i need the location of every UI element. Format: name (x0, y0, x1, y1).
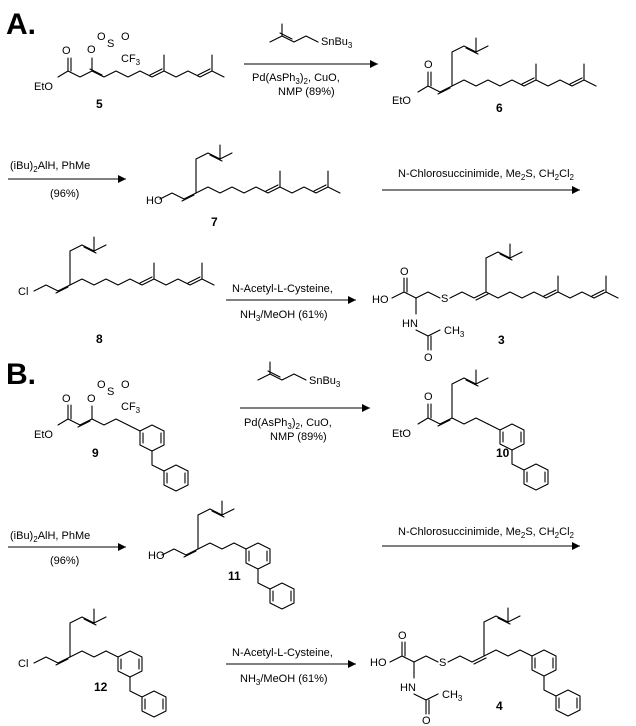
cys-conditions-b: N-Acetyl-L-Cysteine, (232, 647, 333, 659)
snbu3-label-b: SnBu3 (309, 375, 341, 389)
arrowhead-a4 (348, 296, 356, 304)
cl-label-12: Cl (18, 658, 28, 670)
cf3-label-9: CF3 (121, 401, 141, 415)
prenylstannane-reagent (269, 23, 319, 43)
eto-label-6: EtO (392, 95, 411, 107)
acid-o-label-4: O (398, 630, 407, 642)
compound-6-structure (417, 37, 597, 95)
stille-solvent-a: NMP (89%) (278, 86, 335, 98)
compound-10-structure (417, 369, 549, 491)
arrowhead-b1 (362, 404, 370, 412)
eto-label-10: EtO (392, 428, 411, 440)
ho-label-11: HO (148, 550, 165, 562)
dibal-yield-a: (96%) (50, 188, 79, 200)
dibal-yield-b: (96%) (50, 555, 79, 567)
compound-3-structure (391, 243, 619, 351)
compound-number-6: 6 (496, 101, 503, 115)
dibal-conditions-b: (iBu)2AlH, PhMe (10, 530, 90, 544)
prenylstannane-reagent-b (257, 361, 307, 381)
carbonyl-o-label-6: O (424, 59, 433, 71)
arrowhead-a1 (370, 60, 378, 68)
panel-label-b: B. (6, 358, 36, 391)
sulfonyl-o2-label-9: O (121, 379, 130, 391)
compound-5-structure (57, 54, 225, 78)
stille-solvent-b: NMP (89%) (270, 431, 327, 443)
arrowhead-b3 (572, 542, 580, 550)
compound-number-7: 7 (211, 215, 218, 229)
compound-12-structure (33, 608, 167, 718)
eto-label-9: EtO (34, 429, 53, 441)
triflate-o-label-9: O (87, 393, 96, 405)
arrowhead-b4 (348, 660, 356, 668)
snbu3-label-a: SnBu3 (321, 36, 353, 50)
sulfonyl-o1-label-9: O (97, 379, 106, 391)
compound-number-4: 4 (496, 699, 503, 713)
dibal-conditions-a: (iBu)2AlH, PhMe (10, 160, 90, 174)
ncs-conditions-a: N-Chlorosuccinimide, Me2S, CH2Cl2 (398, 168, 575, 182)
compound-4-structure (389, 607, 581, 717)
amide-o-label-3: O (424, 352, 433, 364)
amide-o-label-4: O (422, 715, 431, 726)
arrowhead-a2 (118, 175, 126, 183)
panel-label-a: A. (6, 8, 36, 41)
cys-solvent-a: NH3/MeOH (61%) (240, 309, 328, 323)
compound-11-structure (161, 500, 295, 610)
compound-number-8: 8 (96, 332, 103, 346)
arrowhead-a3 (572, 186, 580, 194)
hn-label-3: HN (402, 318, 418, 330)
ho-label-3: HO (372, 294, 389, 306)
ho-label-4: HO (370, 657, 387, 669)
compound-9-structure (57, 404, 189, 492)
cys-conditions-a: N-Acetyl-L-Cysteine, (232, 283, 333, 295)
sulfur-label-3: S (441, 293, 448, 305)
carbonyl-o-label-9: O (62, 393, 71, 405)
cys-solvent-b: NH3/MeOH (61%) (240, 673, 328, 687)
ncs-conditions-b: N-Chlorosuccinimide, Me2S, CH2Cl2 (398, 526, 575, 540)
ho-label-7: HO (146, 195, 163, 207)
sulfonyl-o2-label-5: O (121, 31, 130, 43)
compound-8-structure (33, 236, 215, 294)
stille-conditions-b: Pd(AsPh3)2, CuO, (244, 417, 332, 431)
carbonyl-o-label-10: O (424, 391, 433, 403)
arrowhead-b2 (118, 543, 126, 551)
compound-number-5: 5 (96, 97, 103, 111)
compound-number-12: 12 (94, 680, 108, 694)
compound-7-structure (159, 144, 341, 202)
carbonyl-o-label-5: O (62, 45, 71, 57)
hn-label-4: HN (400, 682, 416, 694)
eto-label-5: EtO (34, 81, 53, 93)
compound-number-10: 10 (496, 446, 510, 460)
acid-o-label-3: O (400, 266, 409, 278)
ch3-label-3: CH3 (444, 325, 465, 339)
triflate-o-label-5: O (87, 44, 96, 56)
cf3-label-5: CF3 (121, 53, 141, 67)
sulfur-label-4: S (439, 657, 446, 669)
compound-number-11: 11 (228, 569, 241, 583)
ch3-label-4: CH3 (442, 689, 463, 703)
cl-label-8: Cl (18, 286, 28, 298)
sulfonyl-o1-label-5: O (97, 31, 106, 43)
stille-conditions-a: Pd(AsPh3)2, CuO, (252, 72, 340, 86)
compound-number-3: 3 (498, 333, 505, 347)
sulfur-label-9: S (107, 386, 114, 398)
compound-number-9: 9 (92, 446, 99, 460)
sulfur-label-5: S (107, 38, 114, 50)
